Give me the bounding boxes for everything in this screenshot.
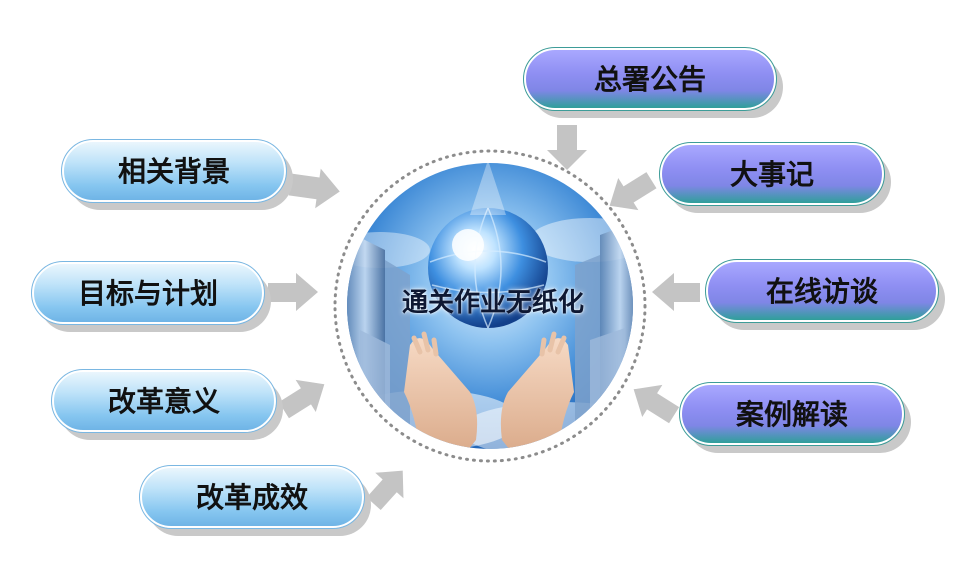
node-case-analysis[interactable]: 案例解读 — [679, 382, 905, 446]
node-reform-results[interactable]: 改革成效 — [139, 465, 365, 529]
node-label: 在线访谈 — [765, 275, 878, 308]
node-label: 总署公告 — [593, 63, 706, 96]
node-related-background[interactable]: 相关背景 — [61, 139, 287, 203]
arrow-from-related-background — [288, 168, 340, 209]
node-label: 大事记 — [729, 158, 814, 191]
node-online-interview[interactable]: 在线访谈 — [705, 259, 939, 323]
arrow-from-goals-plan — [268, 273, 318, 311]
arrow-from-case-analysis — [633, 384, 680, 424]
node-major-events[interactable]: 大事记 — [659, 142, 885, 206]
arrow-from-major-events — [609, 172, 657, 211]
arrow-from-reform-results — [366, 470, 404, 511]
node-general-notice[interactable]: 总署公告 — [523, 47, 777, 111]
node-label: 相关背景 — [117, 155, 230, 188]
node-label: 改革意义 — [107, 385, 220, 418]
node-goals-plan[interactable]: 目标与计划 — [31, 261, 265, 325]
arrow-from-online-interview — [652, 273, 700, 311]
node-label: 案例解读 — [735, 398, 848, 431]
node-reform-significance[interactable]: 改革意义 — [51, 369, 277, 433]
arrow-from-reform-significance — [278, 379, 325, 419]
arrow-from-general-notice — [547, 125, 587, 170]
node-label: 目标与计划 — [77, 277, 218, 310]
hub-title: 通关作业无纸化 — [401, 288, 584, 318]
hub-dotted-ring — [333, 149, 647, 463]
node-label: 改革成效 — [195, 481, 308, 514]
